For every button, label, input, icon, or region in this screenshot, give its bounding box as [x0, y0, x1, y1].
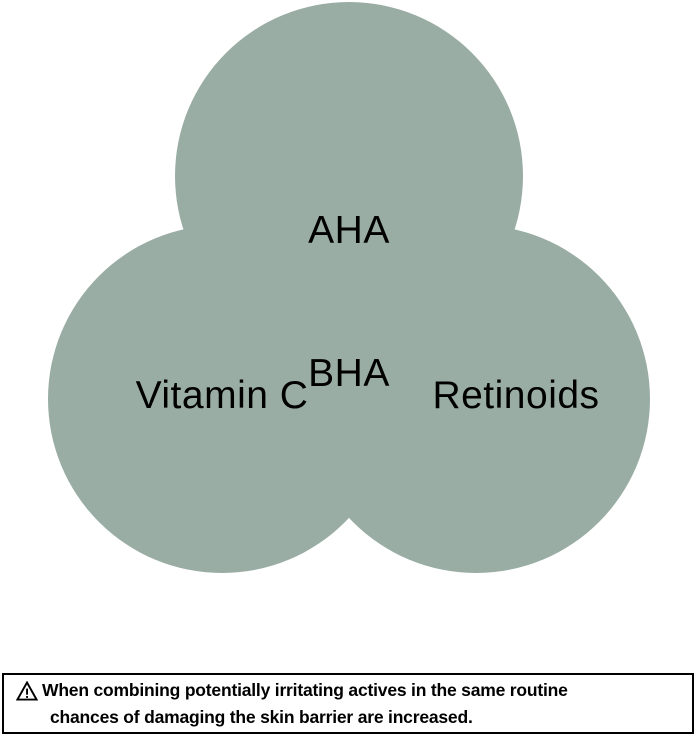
caption-line-2: chances of damaging the skin barrier are…: [50, 707, 473, 727]
lobe-label-aha: AHA: [308, 209, 390, 253]
caption-box: When combining potentially irritating ac…: [2, 673, 694, 734]
warning-triangle-icon: [16, 681, 38, 701]
trefoil-diagram: AHA BHA Vitamin C Retinoids: [48, 2, 650, 573]
lobe-label-vitamin-c: Vitamin C: [135, 374, 309, 417]
lobe-circle-right: [302, 225, 650, 573]
caption-content: When combining potentially irritating ac…: [16, 677, 686, 731]
lobe-label-bha: BHA: [308, 351, 390, 395]
caption-line-1: When combining potentially irritating ac…: [42, 680, 568, 700]
lobe-label-retinoids: Retinoids: [432, 374, 600, 417]
lobe-label-aha-bha: AHA BHA: [249, 112, 449, 493]
lobe-circle-left: [48, 225, 396, 573]
trefoil-shape: [48, 2, 650, 573]
trefoil-lobes: [48, 2, 650, 573]
